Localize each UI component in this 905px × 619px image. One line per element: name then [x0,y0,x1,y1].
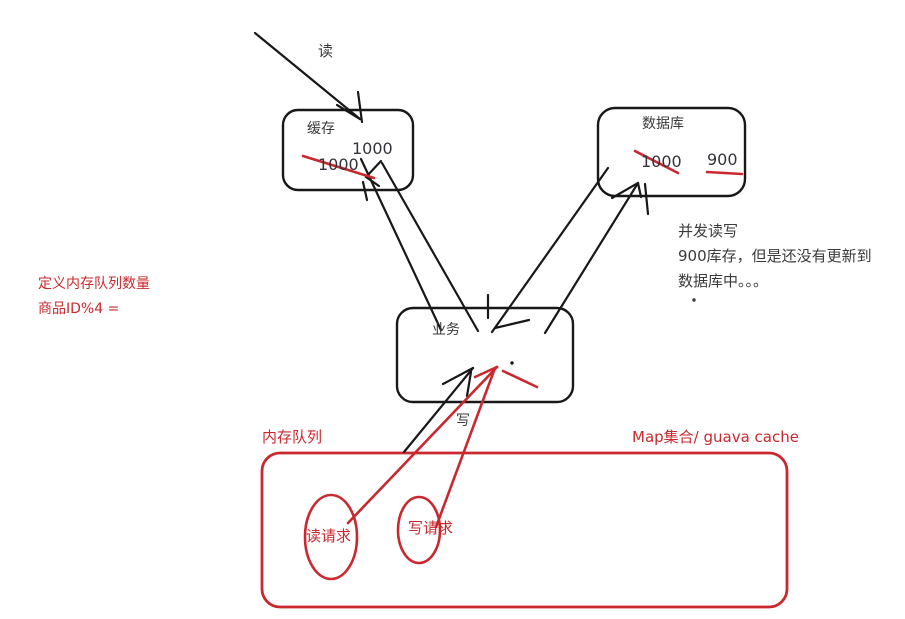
note-dot [692,298,696,302]
memory-queue-box [260,451,789,609]
db-note-line3: 数据库中。。。 [678,272,769,290]
database-box [596,106,747,198]
cache-current-value: 1000 [352,139,393,158]
cache-box [281,108,415,192]
business-to-cache-lines [359,157,480,333]
database-title: 数据库 [642,116,684,132]
cache-title: 缓存 [307,121,335,137]
write-request-arrow [434,365,539,529]
write-request-ellipse [396,495,442,565]
read-request-arrow [346,365,499,525]
write-arrow-icon [402,366,475,454]
database-900-underline [705,170,744,176]
db-note-line1: 并发读写 [678,222,739,240]
left-note-line1: 定义内存队列数量 [38,276,150,292]
business-box-marks [486,293,531,365]
read-request-label: 读请求 [306,527,352,545]
business-box [395,306,575,404]
cache-crossed-value: 1000 [318,155,359,174]
database-crossed-value: 1000 [641,152,682,171]
read-label: 读 [318,42,334,60]
business-title: 业务 [432,322,460,338]
write-label: 写 [456,413,470,429]
db-note-line2: 900库存，但是还没有更新到 [678,247,872,265]
left-note-line2: 商品ID%4 = [38,301,120,317]
read-arrow-icon [253,31,364,124]
database-strike-line [633,149,680,175]
database-new-value: 900 [707,150,738,169]
cache-strike-line [301,154,376,180]
map-collection-label: Map集合/ guava cache [632,428,799,446]
business-to-database-lines [490,166,650,335]
write-request-label: 写请求 [408,519,454,537]
read-request-ellipse [303,493,359,581]
memory-queue-label: 内存队列 [262,428,323,446]
